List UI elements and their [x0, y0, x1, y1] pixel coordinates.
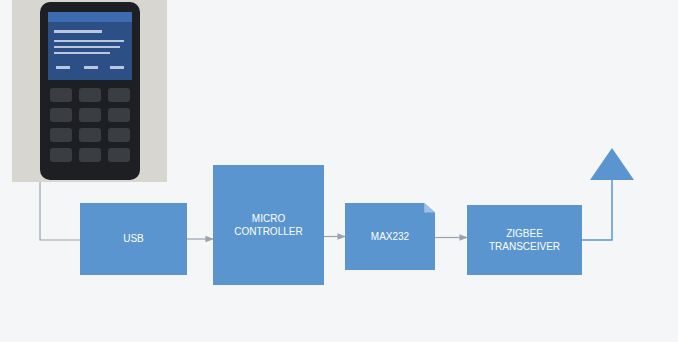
arrow-connector [435, 237, 467, 238]
phone-wire [40, 182, 80, 240]
antenna-wire [578, 180, 612, 240]
box-label: USB [115, 228, 152, 250]
phone-keypad [50, 88, 130, 162]
box-label: MICRO CONTROLLER [213, 208, 324, 243]
arrow-connector [324, 236, 345, 237]
arrow-connector [187, 238, 213, 239]
process-box: ZIGBEE TRANSCEIVER [467, 205, 582, 275]
antenna-symbol [590, 148, 634, 180]
box-label: ZIGBEE TRANSCEIVER [467, 223, 582, 258]
phone-screen-bar [48, 12, 132, 22]
process-box: USB [80, 203, 187, 275]
phone-body [40, 2, 140, 180]
document-box: MAX232 [345, 203, 435, 270]
phone-screen [48, 12, 132, 80]
photo-ground [12, 0, 167, 182]
phone-screen-lines [54, 30, 124, 69]
box-label: MAX232 [363, 226, 417, 248]
process-box: MICRO CONTROLLER [213, 165, 324, 285]
